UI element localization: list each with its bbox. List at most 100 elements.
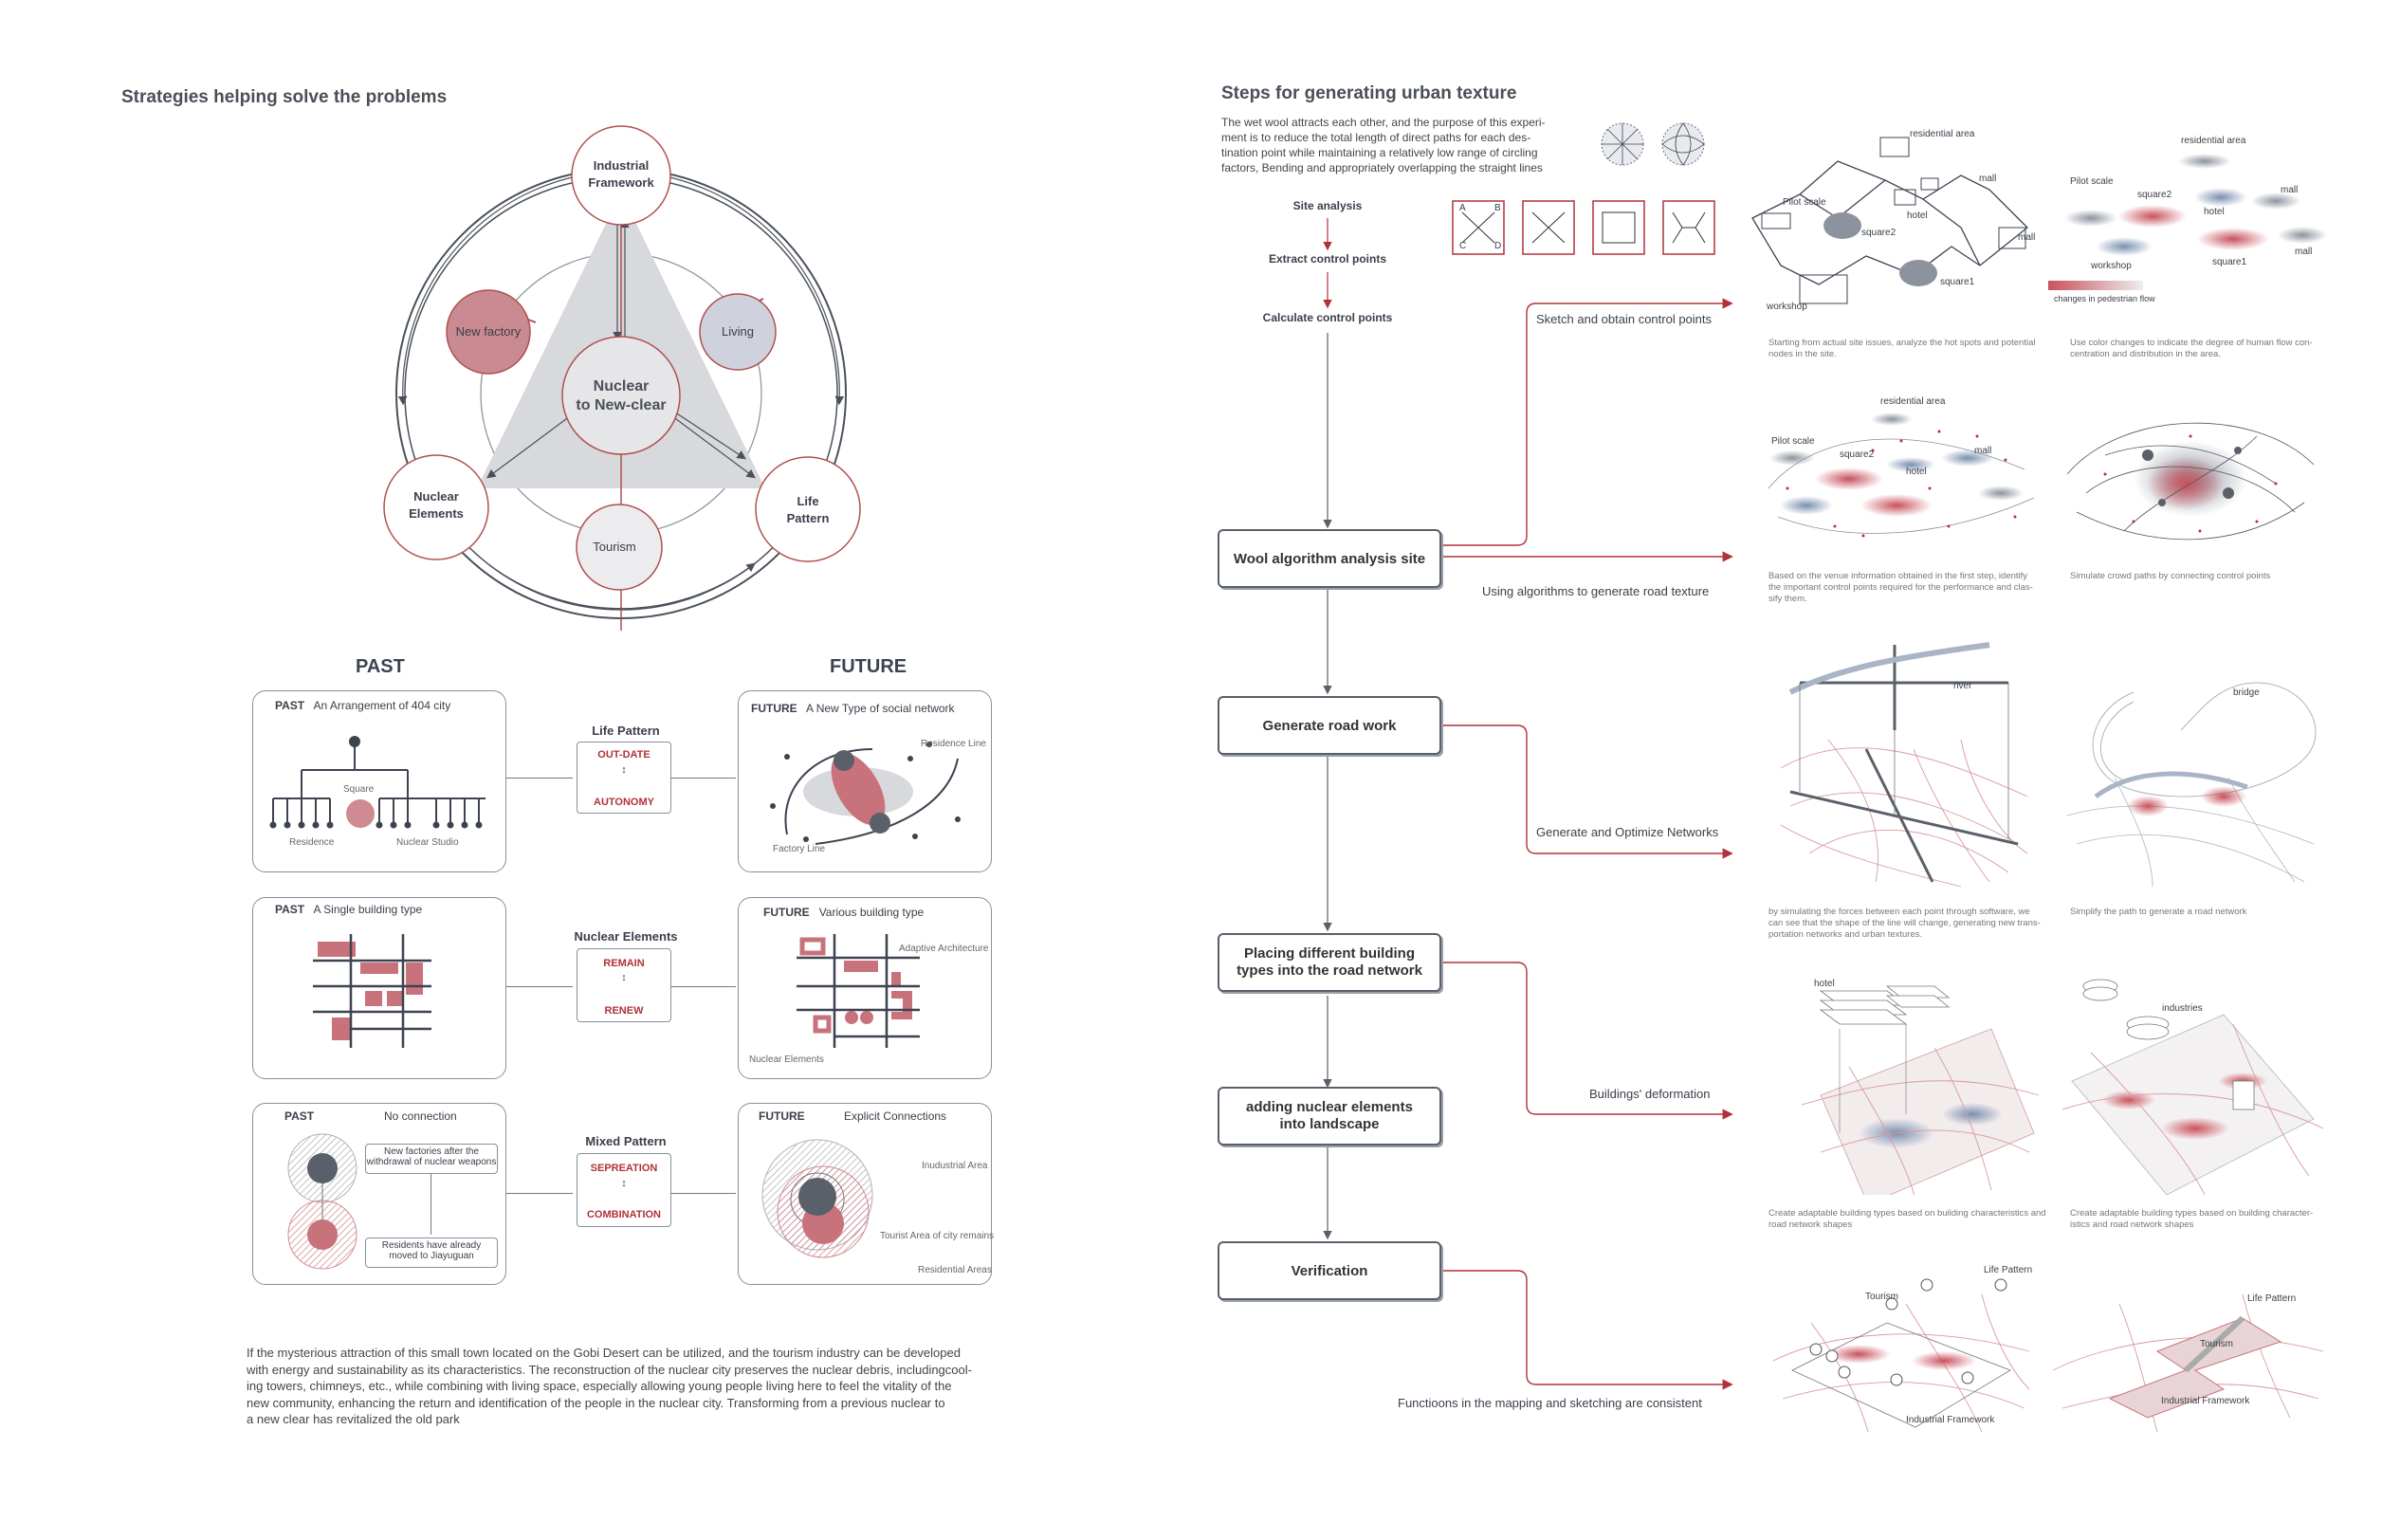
future-panel-2 [738,897,992,1079]
flow-nuclear-line2: into landscape [1279,1116,1380,1132]
past-panel-2 [252,897,506,1079]
node-life-pattern [755,456,861,562]
industrial-line2: Framework [588,175,654,190]
caption-7b: road network shapes [1768,1219,1853,1230]
arrow-label-4: Buildings' deformation [1589,1087,1711,1101]
arrow-label-5: Functioons in the mapping and sketching … [1398,1396,1702,1410]
adaptive-label: Adaptive Architecture [899,944,989,954]
para-line-2: with energy and sustainability as its ch… [247,1362,972,1377]
mid-bottom-1: AUTONOMY [594,797,654,808]
new-factory-label: New factory [455,324,522,339]
map2-mall-2: mall [2295,247,2313,257]
flow-wool-label: Wool algorithm analysis site [1233,550,1426,567]
verify-industrial-label: Industrial Framework [1906,1415,1995,1425]
caption-7a: Create adaptable building types based on… [1768,1208,2046,1219]
verify-tourism-label: Tourism [1865,1292,1899,1302]
map3-residential: residential area [1880,396,1946,407]
map2-pedestrian: changes in pedestrian flow [2054,294,2155,303]
flow-box-wool: Wool algorithm analysis site [1218,529,1441,588]
hotel-buildings-map [1801,985,2040,1195]
caption-3b: the important control points required fo… [1768,582,2033,593]
caption-8a: Create adaptable building types based on… [2070,1208,2314,1219]
hotel-label: hotel [1814,979,1835,989]
caption-5c: portation networks and urban textures. [1768,929,1923,940]
residential-areas-label: Residential Areas [918,1265,992,1275]
abcd-d1: D [1494,241,1502,251]
factory-line-label: Factory Line [773,844,826,854]
para-line-1: If the mysterious attraction of this sma… [247,1346,961,1360]
past-title-2: A Single building type [313,903,423,916]
residence-line-label: Residence Line [921,739,986,749]
mid-bottom-2: RENEW [604,1005,644,1017]
flow-verification-label: Verification [1291,1262,1368,1279]
bridge-label: bridge [2233,688,2260,698]
tourism-label: Tourism [593,540,636,554]
note2-line1: Residents have already [381,1240,482,1251]
map2-square2: square2 [2137,190,2172,200]
step-extract: Extract control points [1268,252,1386,266]
river-label: river [1953,681,1972,691]
future-title-3: Explicit Connections [844,1109,947,1123]
para-line-5: a new clear has revitalized the old park [247,1412,460,1426]
flow-box-road: Generate road work [1218,696,1441,755]
mid-title-2: Nuclear Elements [574,929,678,944]
node-center [561,336,681,455]
para-line-3: ing towers, chimneys, etc., while combin… [247,1379,952,1393]
past-heading: PAST [356,656,405,677]
map2-pilot: Pilot scale [2070,176,2114,187]
map3-mall: mall [1974,446,1992,456]
arrow-label-3: Generate and Optimize Networks [1536,825,1719,839]
abcd-a1: A [1459,203,1466,213]
map3-square2: square2 [1840,449,1875,460]
map1-mall-1: mall [1979,174,1997,184]
mid-box-3 [577,1153,671,1227]
map2-hotel: hotel [2204,207,2225,217]
explicit-connection-diagram [761,1139,873,1258]
node-tourism [576,504,663,591]
node-living [699,293,777,371]
verify-life-pattern-label: Life Pattern [1984,1265,2033,1275]
future-tag-3: FUTURE [759,1109,805,1123]
step-calculate: Calculate control points [1262,311,1393,324]
verification-map-2 [2053,1293,2324,1433]
future-tag-1: FUTURE [751,702,797,715]
nuclear-elements-line2: Elements [409,506,464,521]
abcd-c1: C [1459,241,1467,251]
abcd-diagrams [1452,200,1715,255]
flow-road-label: Generate road work [1262,717,1397,734]
node-nuclear-elements [383,454,489,560]
various-buildings [797,934,920,1048]
para-line-4: new community, enhancing the return and … [247,1395,945,1410]
past-tag-2: PAST [275,903,305,916]
caption-3c: sify them. [1768,594,1807,604]
tourist-area-label: Tourist Area of city remains [880,1231,995,1241]
node-industrial [571,125,671,226]
crowd-paths-map [2066,422,2315,541]
mid-box-2 [577,948,671,1022]
right-title: Steps for generating urban texture [1221,83,1517,103]
caption-5a: by simulating the forces between each po… [1768,907,2030,917]
life-pattern-line1: Life [797,494,819,508]
mid-top-2: REMAIN [603,958,645,969]
flow-placing-line1: Placing different building [1244,945,1415,962]
flow-nuclear-line1: adding nuclear elements [1246,1099,1413,1115]
map1-square1: square1 [1940,277,1975,287]
caption-3a: Based on the venue information obtained … [1768,571,2028,581]
arrow-label-2: Using algorithms to generate road textur… [1482,584,1710,598]
wool-image-1 [1601,122,1644,166]
industries-label: industries [2162,1003,2203,1014]
flow-box-verification: Verification [1218,1241,1441,1300]
map2-workshop: workshop [2091,261,2132,271]
center-line2: to New-clear [576,397,667,413]
node-new-factory [446,289,531,375]
map2-mall-1: mall [2281,185,2299,195]
life-pattern-line2: Pattern [786,511,830,525]
tree-diagram [269,736,486,829]
past-panel-1 [252,690,506,872]
bridge-network-map [2066,682,2317,888]
intro-line-2: ment is to reduce the total length of di… [1221,131,1531,144]
map1-workshop: workshop [1767,302,1807,312]
caption-5b: can see that the shape of the line will … [1768,918,2041,928]
strategy-wheel [383,125,861,631]
caption-2b: centration and distribution in the area. [2070,349,2221,359]
